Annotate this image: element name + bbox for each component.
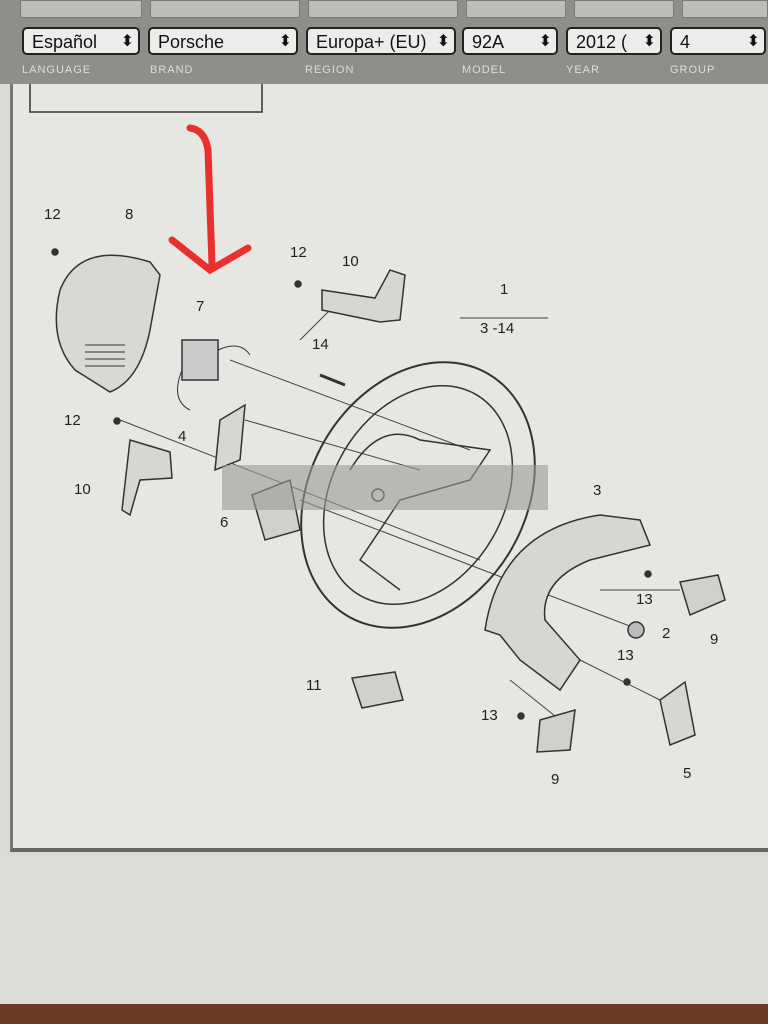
part-1-steering-wheel bbox=[300, 361, 536, 629]
part-9-switch-right bbox=[679, 574, 726, 617]
updown-arrow-icon: ⬍ bbox=[642, 33, 656, 50]
tab[interactable] bbox=[466, 0, 566, 18]
language-select[interactable]: Español ⬍ bbox=[22, 27, 140, 55]
callout-13[interactable]: 13 bbox=[617, 647, 634, 664]
part-5-trim bbox=[659, 680, 696, 747]
part-8-steering-column-cover bbox=[55, 254, 161, 393]
region-value: Europa+ (EU) bbox=[316, 32, 427, 52]
part-10-shift-paddle bbox=[321, 269, 406, 323]
updown-arrow-icon: ⬍ bbox=[538, 33, 552, 50]
callout-4[interactable]: 4 bbox=[178, 428, 187, 445]
callout-6[interactable]: 6 bbox=[220, 514, 229, 531]
callout-11[interactable]: 11 bbox=[306, 677, 322, 694]
group-label: GROUP bbox=[670, 64, 716, 76]
region-select[interactable]: Europa+ (EU) ⬍ bbox=[306, 27, 456, 55]
brand-select[interactable]: Porsche ⬍ bbox=[148, 27, 298, 55]
updown-arrow-icon: ⬍ bbox=[746, 33, 760, 50]
part-4-trim bbox=[214, 403, 246, 472]
callout-10[interactable]: 10 bbox=[74, 481, 91, 498]
part-2-nut bbox=[627, 621, 645, 639]
year-label: YEAR bbox=[566, 64, 600, 76]
previous-figure-frame bbox=[29, 84, 263, 113]
callout-5[interactable]: 5 bbox=[683, 765, 692, 782]
callout-14[interactable]: 14 bbox=[312, 336, 329, 353]
callout-2[interactable]: 2 bbox=[662, 625, 671, 642]
part-14-screw bbox=[319, 373, 346, 387]
part-3-wheel-trim bbox=[484, 514, 652, 692]
watermark bbox=[222, 465, 548, 510]
language-label: LANGUAGE bbox=[22, 64, 92, 76]
part-7-clock-spring bbox=[181, 339, 219, 381]
model-value: 92A bbox=[472, 32, 505, 52]
callout-10[interactable]: 10 bbox=[342, 253, 359, 270]
selector-toolbar: Español ⬍ Porsche ⬍ Europa+ (EU) ⬍ 92A ⬍ 201… bbox=[0, 0, 768, 84]
callout-13[interactable]: 13 bbox=[636, 591, 653, 608]
model-label: MODEL bbox=[462, 64, 507, 76]
language-value: Español bbox=[32, 32, 98, 52]
callout-12[interactable]: 12 bbox=[290, 244, 307, 261]
group-select[interactable]: 4⬍ bbox=[670, 27, 766, 55]
callout-9[interactable]: 9 bbox=[710, 631, 719, 648]
callout-12[interactable]: 12 bbox=[64, 412, 81, 429]
callout-7[interactable]: 7 bbox=[196, 298, 205, 315]
table-surface bbox=[0, 1004, 768, 1024]
tab[interactable] bbox=[308, 0, 458, 18]
callout-3[interactable]: 3 bbox=[593, 482, 602, 499]
part-9-switch-left bbox=[536, 708, 576, 753]
tab[interactable] bbox=[150, 0, 300, 18]
red-arrow-annotation bbox=[168, 124, 252, 275]
region-label: REGION bbox=[305, 64, 355, 76]
part-10-shift-paddle-left bbox=[121, 439, 173, 517]
screws bbox=[51, 248, 652, 720]
callout-9[interactable]: 9 bbox=[551, 771, 560, 788]
brand-value: Porsche bbox=[158, 32, 225, 52]
brand-label: BRAND bbox=[150, 64, 194, 76]
paper-margin bbox=[0, 856, 768, 1006]
callout-range-3-14: 3 -14 bbox=[480, 320, 515, 337]
callout-13[interactable]: 13 bbox=[481, 707, 498, 724]
updown-arrow-icon: ⬍ bbox=[278, 33, 292, 50]
callout-8[interactable]: 8 bbox=[125, 206, 134, 223]
updown-arrow-icon: ⬍ bbox=[120, 33, 134, 50]
callout-1[interactable]: 1 bbox=[500, 281, 509, 298]
group-value: 4 bbox=[680, 32, 691, 52]
callout-12[interactable]: 12 bbox=[44, 206, 61, 223]
updown-arrow-icon: ⬍ bbox=[436, 31, 450, 51]
tab[interactable] bbox=[20, 0, 142, 18]
part-11-airbag-module bbox=[351, 671, 404, 709]
year-select[interactable]: 2012 ( ⬍ bbox=[566, 27, 662, 55]
tab[interactable] bbox=[574, 0, 674, 18]
model-select[interactable]: 92A ⬍ bbox=[462, 27, 558, 55]
year-value: 2012 ( bbox=[576, 32, 628, 52]
